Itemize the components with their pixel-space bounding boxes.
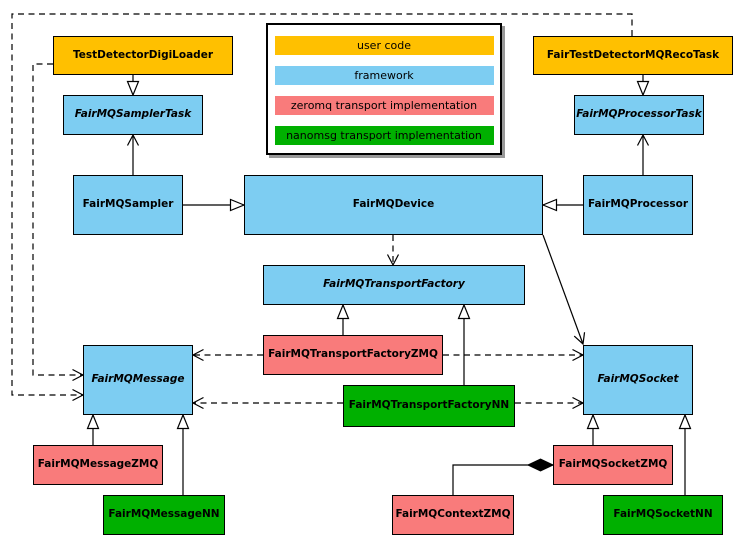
node-fairmqcontextzmq: FairMQContextZMQ xyxy=(392,495,514,535)
node-fairmqsampler: FairMQSampler xyxy=(73,175,183,235)
node-fairmqprocessor: FairMQProcessor xyxy=(583,175,693,235)
node-fairmqmessagenn: FairMQMessageNN xyxy=(103,495,225,535)
node-fairmqmessage: FairMQMessage xyxy=(83,345,193,415)
node-fairmqsamplertask: FairMQSamplerTask xyxy=(63,95,203,135)
node-fairmqtransportfactory: FairMQTransportFactory xyxy=(263,265,525,305)
node-fairmqprocessortask: FairMQProcessorTask xyxy=(574,95,704,135)
edge-recotask-message xyxy=(11,13,633,402)
node-fairmqdevice: FairMQDevice xyxy=(244,175,543,235)
node-fairmqtransportfactorynn: FairMQTransportFactoryNN xyxy=(343,385,515,427)
node-fairmqsocketnn: FairMQSocketNN xyxy=(603,495,723,535)
node-fairmqmessagezmq: FairMQMessageZMQ xyxy=(33,445,163,485)
edge-contextzmq-socketzmq xyxy=(452,465,553,495)
node-fairmqsocket: FairMQSocket xyxy=(583,345,693,415)
legend: user code framework zeromq transport imp… xyxy=(266,23,502,155)
legend-item-framework: framework xyxy=(274,66,494,85)
node-testdetectordigiloader: TestDetectorDigiLoader xyxy=(53,36,233,75)
node-fairmqsocketzmq: FairMQSocketZMQ xyxy=(553,445,673,485)
legend-item-user-code: user code xyxy=(274,36,494,55)
node-fairmqtransportfactoryzmq: FairMQTransportFactoryZMQ xyxy=(263,335,443,375)
legend-item-zeromq: zeromq transport implementation xyxy=(274,96,494,115)
edge-device-socket xyxy=(542,234,586,346)
legend-item-nanomsg: nanomsg transport implementation xyxy=(274,126,494,145)
node-fairtestdetectormqrecotask: FairTestDetectorMQRecoTask xyxy=(533,36,733,75)
